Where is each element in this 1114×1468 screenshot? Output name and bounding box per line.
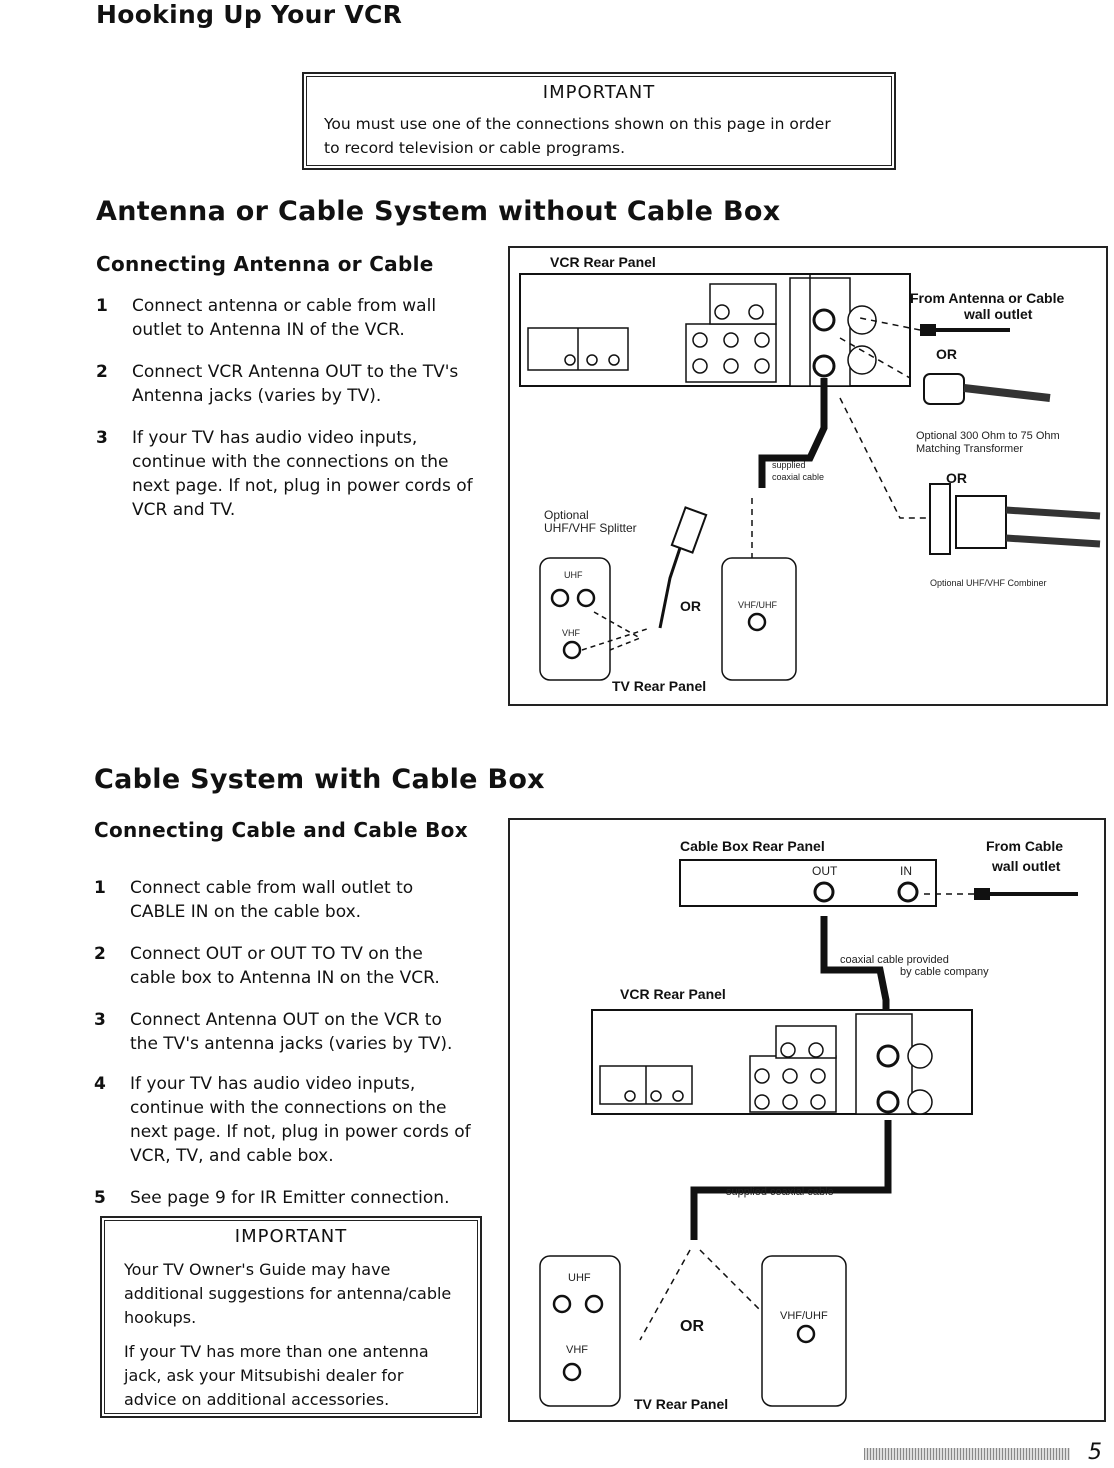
in-label: IN — [900, 864, 912, 878]
diagram-cable-box: Cable Box Rear Panel OUT IN From Cable w… — [508, 818, 1106, 1422]
step-number: 1 — [94, 878, 106, 898]
step-number: 5 — [94, 1188, 106, 1208]
vhf-label: VHF — [566, 1344, 588, 1356]
step-text: If your TV has audio video inputs, conti… — [130, 1074, 471, 1166]
section1-step-1: 1 Connect antenna or cable from wall out… — [96, 294, 496, 344]
step-text: Connect Antenna OUT on the VCR to the TV… — [130, 1010, 453, 1054]
vcr-rear-panel-label: VCR Rear Panel — [620, 986, 726, 1002]
step-text: Connect cable from wall outlet to CABLE … — [130, 878, 414, 922]
important-heading: IMPORTANT — [542, 82, 656, 103]
wall-outlet-label: wall outlet — [992, 858, 1061, 874]
coaxial-label: coaxial cable — [772, 472, 825, 482]
out-label: OUT — [812, 864, 838, 878]
section2-step-3: 3 Connect Antenna OUT on the VCR to the … — [94, 1008, 494, 1058]
step-number: 2 — [96, 362, 108, 382]
transformer-label: Optional 300 Ohm to 75 Ohm — [916, 430, 1060, 442]
uhf-label: UHF — [568, 1272, 591, 1284]
important-text-1: Your TV Owner's Guide may have additiona… — [124, 1260, 452, 1327]
diagram-antenna: VCR Rear Panel From Antenna or Cable wal… — [508, 246, 1108, 706]
tv-rear-panel-label: TV Rear Panel — [634, 1396, 729, 1412]
wall-outlet-label: wall outlet — [964, 306, 1033, 322]
step-text: Connect antenna or cable from wall outle… — [132, 296, 437, 340]
uhf-label: UHF — [564, 570, 583, 580]
coax-provided-label: coaxial cable provided — [840, 954, 949, 966]
important-box-top: IMPORTANT You must use one of the connec… — [302, 72, 896, 170]
from-cable-label: From Cable — [986, 838, 1064, 854]
tv-rear-panel-label: TV Rear Panel — [612, 678, 707, 694]
section2-title: Cable System with Cable Box — [94, 764, 545, 795]
splitter-label-2: UHF/VHF Splitter — [544, 521, 637, 535]
splitter-label: Optional — [544, 508, 589, 522]
from-antenna-label: From Antenna or Cable — [910, 290, 1065, 306]
step-text: Connect VCR Antenna OUT to the TV's Ante… — [132, 362, 459, 406]
section1-step-3: 3 If your TV has audio video inputs, con… — [96, 426, 496, 526]
step-number: 2 — [94, 944, 106, 964]
section2-step-5: 5 See page 9 for IR Emitter connection. — [94, 1186, 494, 1212]
page-title: Hooking Up Your VCR — [96, 0, 403, 29]
important-text: You must use one of the connections show… — [324, 115, 831, 157]
step-text: If your TV has audio video inputs, conti… — [132, 428, 473, 520]
important-box-bottom: IMPORTANT Your TV Owner's Guide may have… — [100, 1216, 482, 1418]
step-text: See page 9 for IR Emitter connection. — [130, 1188, 450, 1208]
section1-title: Antenna or Cable System without Cable Bo… — [96, 196, 781, 227]
step-number: 3 — [96, 428, 108, 448]
supplied-coax-label: supplied coaxial cable — [726, 1186, 834, 1198]
step-number: 3 — [94, 1010, 106, 1030]
vhfuhf-label: VHF/UHF — [780, 1310, 828, 1322]
step-number: 4 — [94, 1074, 106, 1094]
or-label: OR — [680, 598, 701, 614]
section2-step-1: 1 Connect cable from wall outlet to CABL… — [94, 876, 494, 926]
diagram-cable-box-drawing — [539, 859, 1078, 1407]
transformer-label-2: Matching Transformer — [916, 443, 1023, 455]
important-text-2: If your TV has more than one antenna jac… — [124, 1342, 429, 1409]
section2-step-4: 4 If your TV has audio video inputs, con… — [94, 1072, 494, 1172]
or-label: OR — [946, 470, 967, 486]
cable-box-rear-label: Cable Box Rear Panel — [680, 838, 825, 854]
supplied-label: supplied — [772, 460, 806, 470]
or-label: OR — [680, 1318, 704, 1335]
page-number: 5 — [1088, 1440, 1102, 1465]
footer-gradient-bar — [864, 1448, 1070, 1460]
diagram-antenna-drawing — [519, 273, 1101, 681]
combiner-label: Optional UHF/VHF Combiner — [930, 578, 1047, 588]
step-text: Connect OUT or OUT TO TV on the cable bo… — [130, 944, 440, 988]
vcr-rear-panel-label: VCR Rear Panel — [550, 254, 656, 270]
or-label: OR — [936, 346, 957, 362]
section1-step-2: 2 Connect VCR Antenna OUT to the TV's An… — [96, 360, 496, 410]
vhf-label: VHF — [562, 628, 580, 638]
section2-subtitle: Connecting Cable and Cable Box — [94, 818, 468, 842]
important-heading: IMPORTANT — [234, 1226, 348, 1247]
vhfuhf-label: VHF/UHF — [738, 600, 777, 610]
by-company-label: by cable company — [900, 966, 989, 978]
section2-step-2: 2 Connect OUT or OUT TO TV on the cable … — [94, 942, 494, 992]
section1-subtitle: Connecting Antenna or Cable — [96, 252, 434, 276]
step-number: 1 — [96, 296, 108, 316]
